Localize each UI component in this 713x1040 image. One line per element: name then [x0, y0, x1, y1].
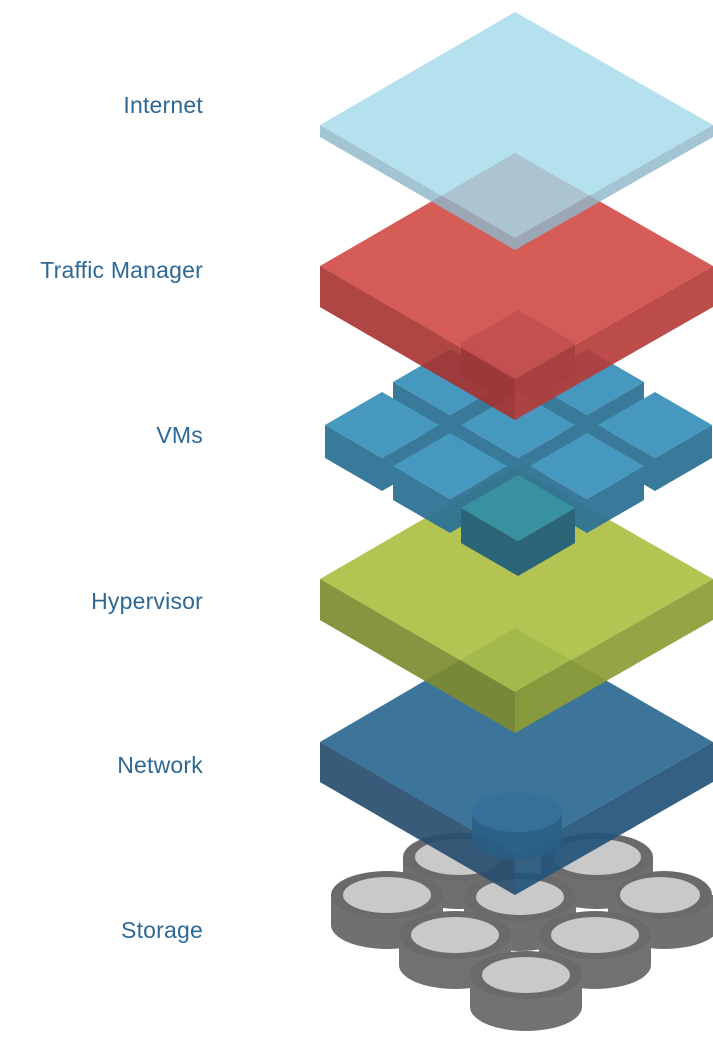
vm-block	[461, 475, 575, 576]
storage-disk	[608, 871, 713, 949]
label-traffic-manager: Traffic Manager	[40, 257, 203, 283]
storage-disk	[470, 951, 582, 1031]
label-network: Network	[117, 752, 203, 778]
network-hub	[472, 792, 562, 860]
label-internet: Internet	[123, 92, 203, 118]
network-layer	[320, 628, 713, 895]
label-storage: Storage	[121, 917, 203, 943]
hypervisor-layer	[320, 466, 713, 733]
label-vms: VMs	[156, 422, 203, 448]
label-hypervisor: Hypervisor	[91, 588, 203, 614]
traffic-manager-layer	[320, 153, 713, 420]
internet-layer	[320, 12, 713, 250]
